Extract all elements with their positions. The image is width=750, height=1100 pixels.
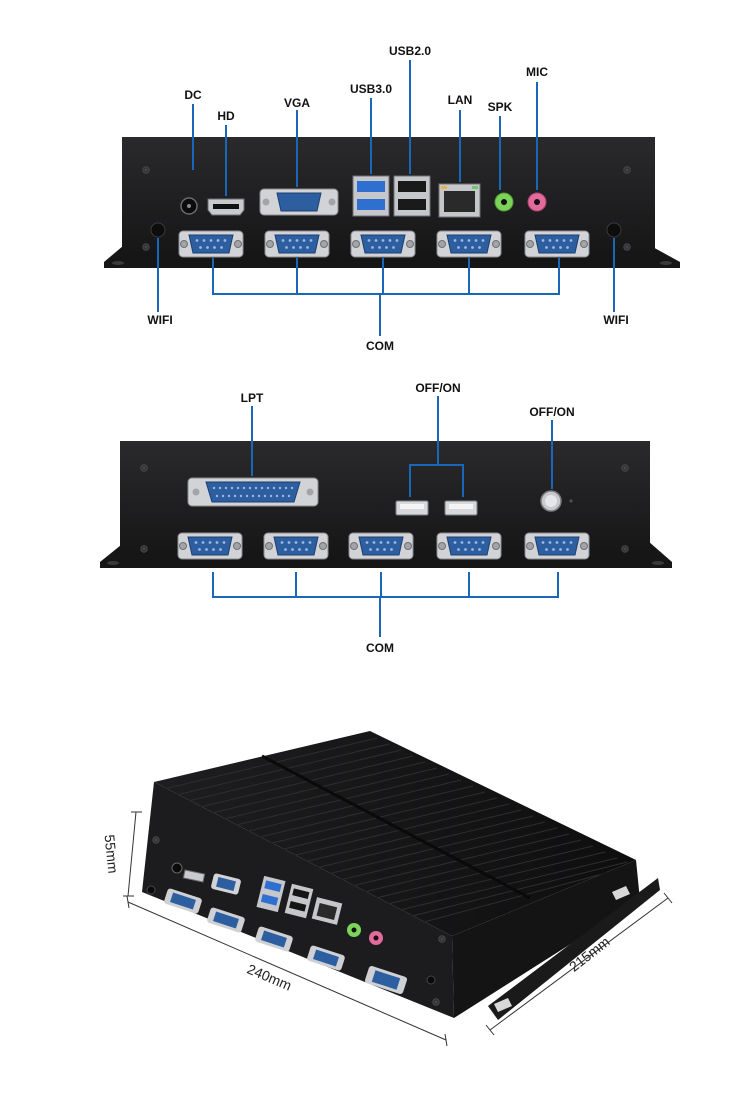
hdmi-port-icon (207, 198, 245, 216)
lpt-port-icon (187, 477, 319, 507)
label-offon-right: OFF/ON (529, 405, 575, 419)
label-com-front: COM (366, 339, 394, 353)
iso-front-ports (146, 836, 446, 1006)
usb-port-right-icon (444, 500, 478, 516)
lan-port-icon (438, 183, 481, 218)
spk-jack-icon (494, 192, 514, 212)
com-ports (178, 230, 590, 258)
dc-port-icon (180, 197, 198, 215)
label-offon-top: OFF/ON (415, 381, 461, 395)
panel-rear-io (100, 396, 672, 637)
label-dc: DC (184, 88, 202, 102)
label-usb3: USB3.0 (349, 82, 393, 96)
mic-jack-icon (527, 192, 547, 212)
label-vga: VGA (283, 96, 311, 110)
usb2-ports-icon (393, 175, 431, 217)
label-mic: MIC (526, 65, 548, 79)
vga-port-icon (259, 188, 339, 216)
label-spk: SPK (487, 100, 513, 114)
panel-isometric-view (123, 731, 673, 1047)
label-lan: LAN (447, 93, 473, 107)
com-ports-rear (177, 532, 590, 560)
label-com-rear: COM (366, 641, 394, 655)
label-lpt: LPT (240, 391, 264, 405)
usb3-ports-icon (352, 175, 390, 217)
power-button-icon (540, 490, 573, 512)
panel-front-io (104, 60, 680, 336)
label-wifi-left: WIFI (147, 313, 173, 327)
label-hd: HD (217, 109, 235, 123)
usb-port-left-icon (395, 500, 429, 516)
label-usb2: USB2.0 (388, 44, 432, 58)
label-wifi-right: WIFI (603, 313, 629, 327)
leader-lines-rear (212, 396, 559, 637)
leader-lines-front (157, 60, 615, 336)
dimension-lines (123, 811, 673, 1047)
